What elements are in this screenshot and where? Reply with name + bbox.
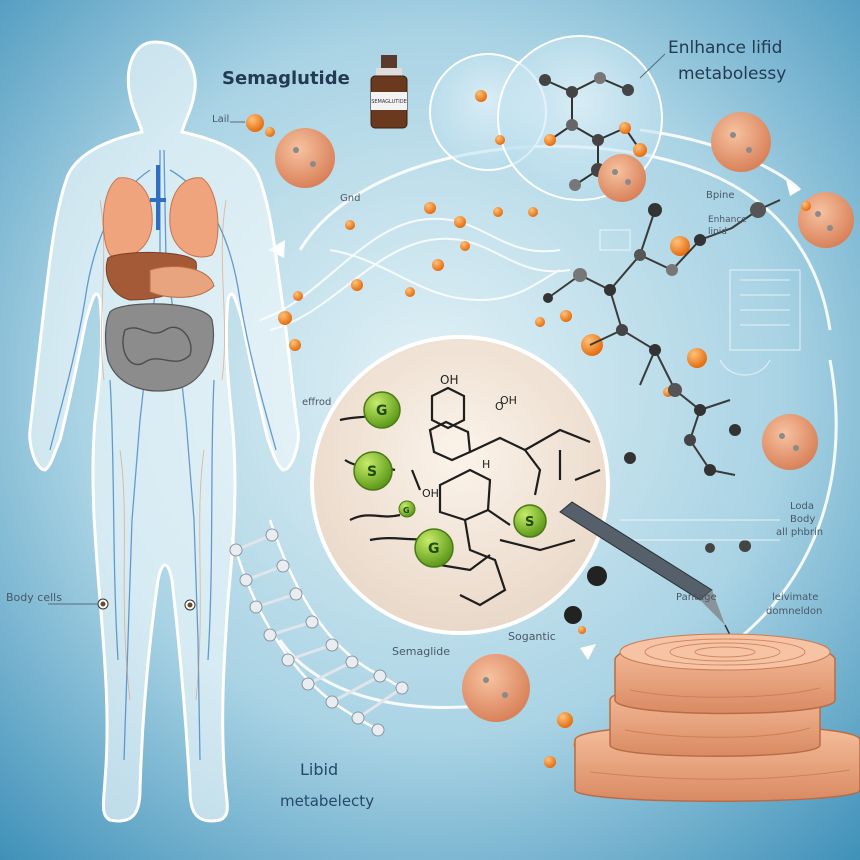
fat-cell xyxy=(462,654,530,722)
arrowhead xyxy=(268,240,285,258)
green-atom-small xyxy=(398,500,416,518)
fat-cell xyxy=(762,414,818,470)
green-atom xyxy=(363,391,401,429)
lipid-dots xyxy=(246,90,811,768)
right-molecule-atoms xyxy=(543,202,766,553)
label-enhance-small-2: lipid xyxy=(708,227,727,237)
label-semaglutide-title: Semaglutide xyxy=(222,68,350,89)
label-lail: Lail xyxy=(212,114,230,125)
vial-label-text: SEMAGLUTIDE xyxy=(371,99,407,105)
sketch-lines xyxy=(599,229,801,541)
mol-label-h1: H xyxy=(482,458,490,471)
atom-label-small-g: G xyxy=(403,506,410,515)
label-loda-1: Loda xyxy=(790,501,814,512)
fat-cell xyxy=(711,112,771,172)
molecule-lettering: OH O OH H OH G S G S G xyxy=(367,373,534,557)
dna-ladder xyxy=(229,519,409,737)
label-lipid-line2: metabelecty xyxy=(280,792,375,810)
mol-label-oh3: OH xyxy=(422,487,439,500)
label-enhance-lipid-line2: metabolessy xyxy=(678,64,787,84)
semaglutide-vial xyxy=(370,55,408,129)
label-bpine: Bpine xyxy=(706,190,735,201)
label-pantage: Pantage xyxy=(676,592,717,603)
green-atom xyxy=(353,451,393,491)
atom-label-g1: G xyxy=(376,403,388,419)
fat-cells xyxy=(275,112,854,722)
green-atom xyxy=(513,504,547,538)
label-gnd: Gnd xyxy=(340,193,361,204)
human-body xyxy=(28,40,300,823)
fat-cell xyxy=(275,128,335,188)
label-enhance-lipid-line1: Enlhance lifid xyxy=(668,38,783,58)
label-loda-3: all phbrin xyxy=(776,527,824,538)
mol-label-o1: O xyxy=(495,400,504,413)
atom-label-g2: G xyxy=(428,541,440,557)
fat-tissue-stack xyxy=(574,633,860,802)
label-semaglide: Semaglide xyxy=(392,645,451,658)
label-leivimate-1: leivimate xyxy=(772,592,819,603)
label-enhance-small-1: Enhance xyxy=(708,215,747,225)
label-sogantic: Sogantic xyxy=(508,630,556,643)
arrowhead xyxy=(580,644,596,660)
atom-label-s2: S xyxy=(525,515,534,530)
mol-label-oh2: OH xyxy=(500,394,517,407)
flow-waves xyxy=(259,217,571,331)
molecule-lens xyxy=(310,335,610,635)
label-body-cells: Body cells xyxy=(6,591,62,604)
stylus xyxy=(559,501,736,646)
fat-cell xyxy=(798,192,854,248)
fat-cell xyxy=(598,154,646,202)
label-effrod: effrod xyxy=(302,397,332,408)
leader-lines xyxy=(48,53,666,605)
mol-label-oh1: OH xyxy=(440,373,458,387)
green-atom xyxy=(414,528,454,568)
label-lipid-line1: Libid xyxy=(300,760,339,779)
label-loda-2: Body xyxy=(790,514,816,525)
atom-label-s1: S xyxy=(367,464,377,480)
label-leivimate-2: domneldon xyxy=(766,606,823,617)
arrowhead xyxy=(786,180,800,196)
